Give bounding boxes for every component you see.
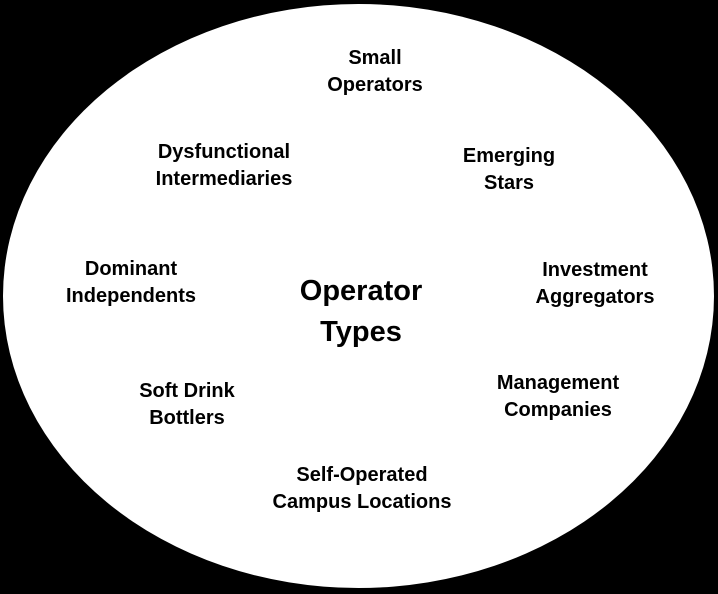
node-dysfunctional-intermediaries: Dysfunctional Intermediaries bbox=[155, 141, 293, 190]
node-small-operators: Small Operators bbox=[327, 47, 423, 96]
node-emerging-stars: Emerging Stars bbox=[462, 145, 556, 194]
node-management-companies: Management Companies bbox=[496, 372, 620, 421]
node-self-operated-campus-locations: Self-Operated Campus Locations bbox=[272, 464, 452, 513]
operator-types-ellipse bbox=[3, 4, 714, 588]
node-investment-aggregators: Investment Aggregators bbox=[535, 259, 655, 308]
center-title: Operator Types bbox=[299, 275, 423, 348]
node-soft-drink-bottlers: Soft Drink Bottlers bbox=[139, 380, 235, 429]
node-dominant-independents: Dominant Independents bbox=[65, 258, 197, 307]
